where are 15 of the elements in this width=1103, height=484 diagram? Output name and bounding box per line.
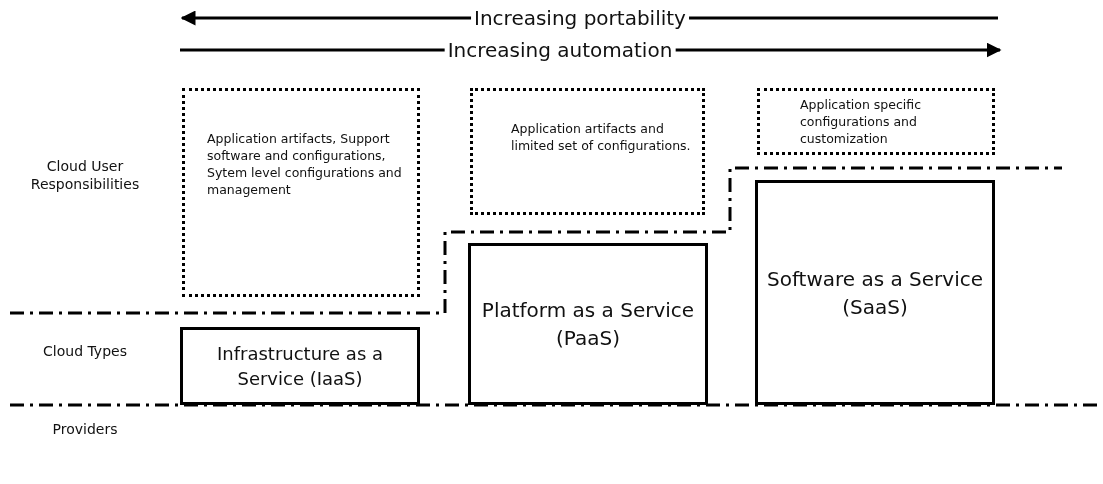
service-name: Software as a Service (SaaS) [765, 265, 985, 321]
row-label: Cloud Types [42, 343, 128, 361]
service-box [180, 327, 420, 405]
responsibility-text: Application artifacts and limited set of configurations. [511, 121, 692, 155]
row-label: Providers [51, 421, 119, 439]
responsibility-box [182, 88, 420, 297]
service-box [468, 243, 708, 405]
service-name: Infrastructure as a Service (IaaS) [215, 341, 385, 391]
service-name: Platform as a Service (PaaS) [480, 297, 696, 352]
responsibility-box [757, 88, 995, 155]
service-box [755, 180, 995, 405]
responsibility-box [470, 88, 705, 215]
responsibility-text: Application artifacts, Support software and configurations, Sytem level configurations and management [207, 131, 403, 199]
row-label: Cloud User Responsibilities [29, 158, 141, 193]
responsibility-text: Application specific configurations and customization [800, 97, 923, 148]
